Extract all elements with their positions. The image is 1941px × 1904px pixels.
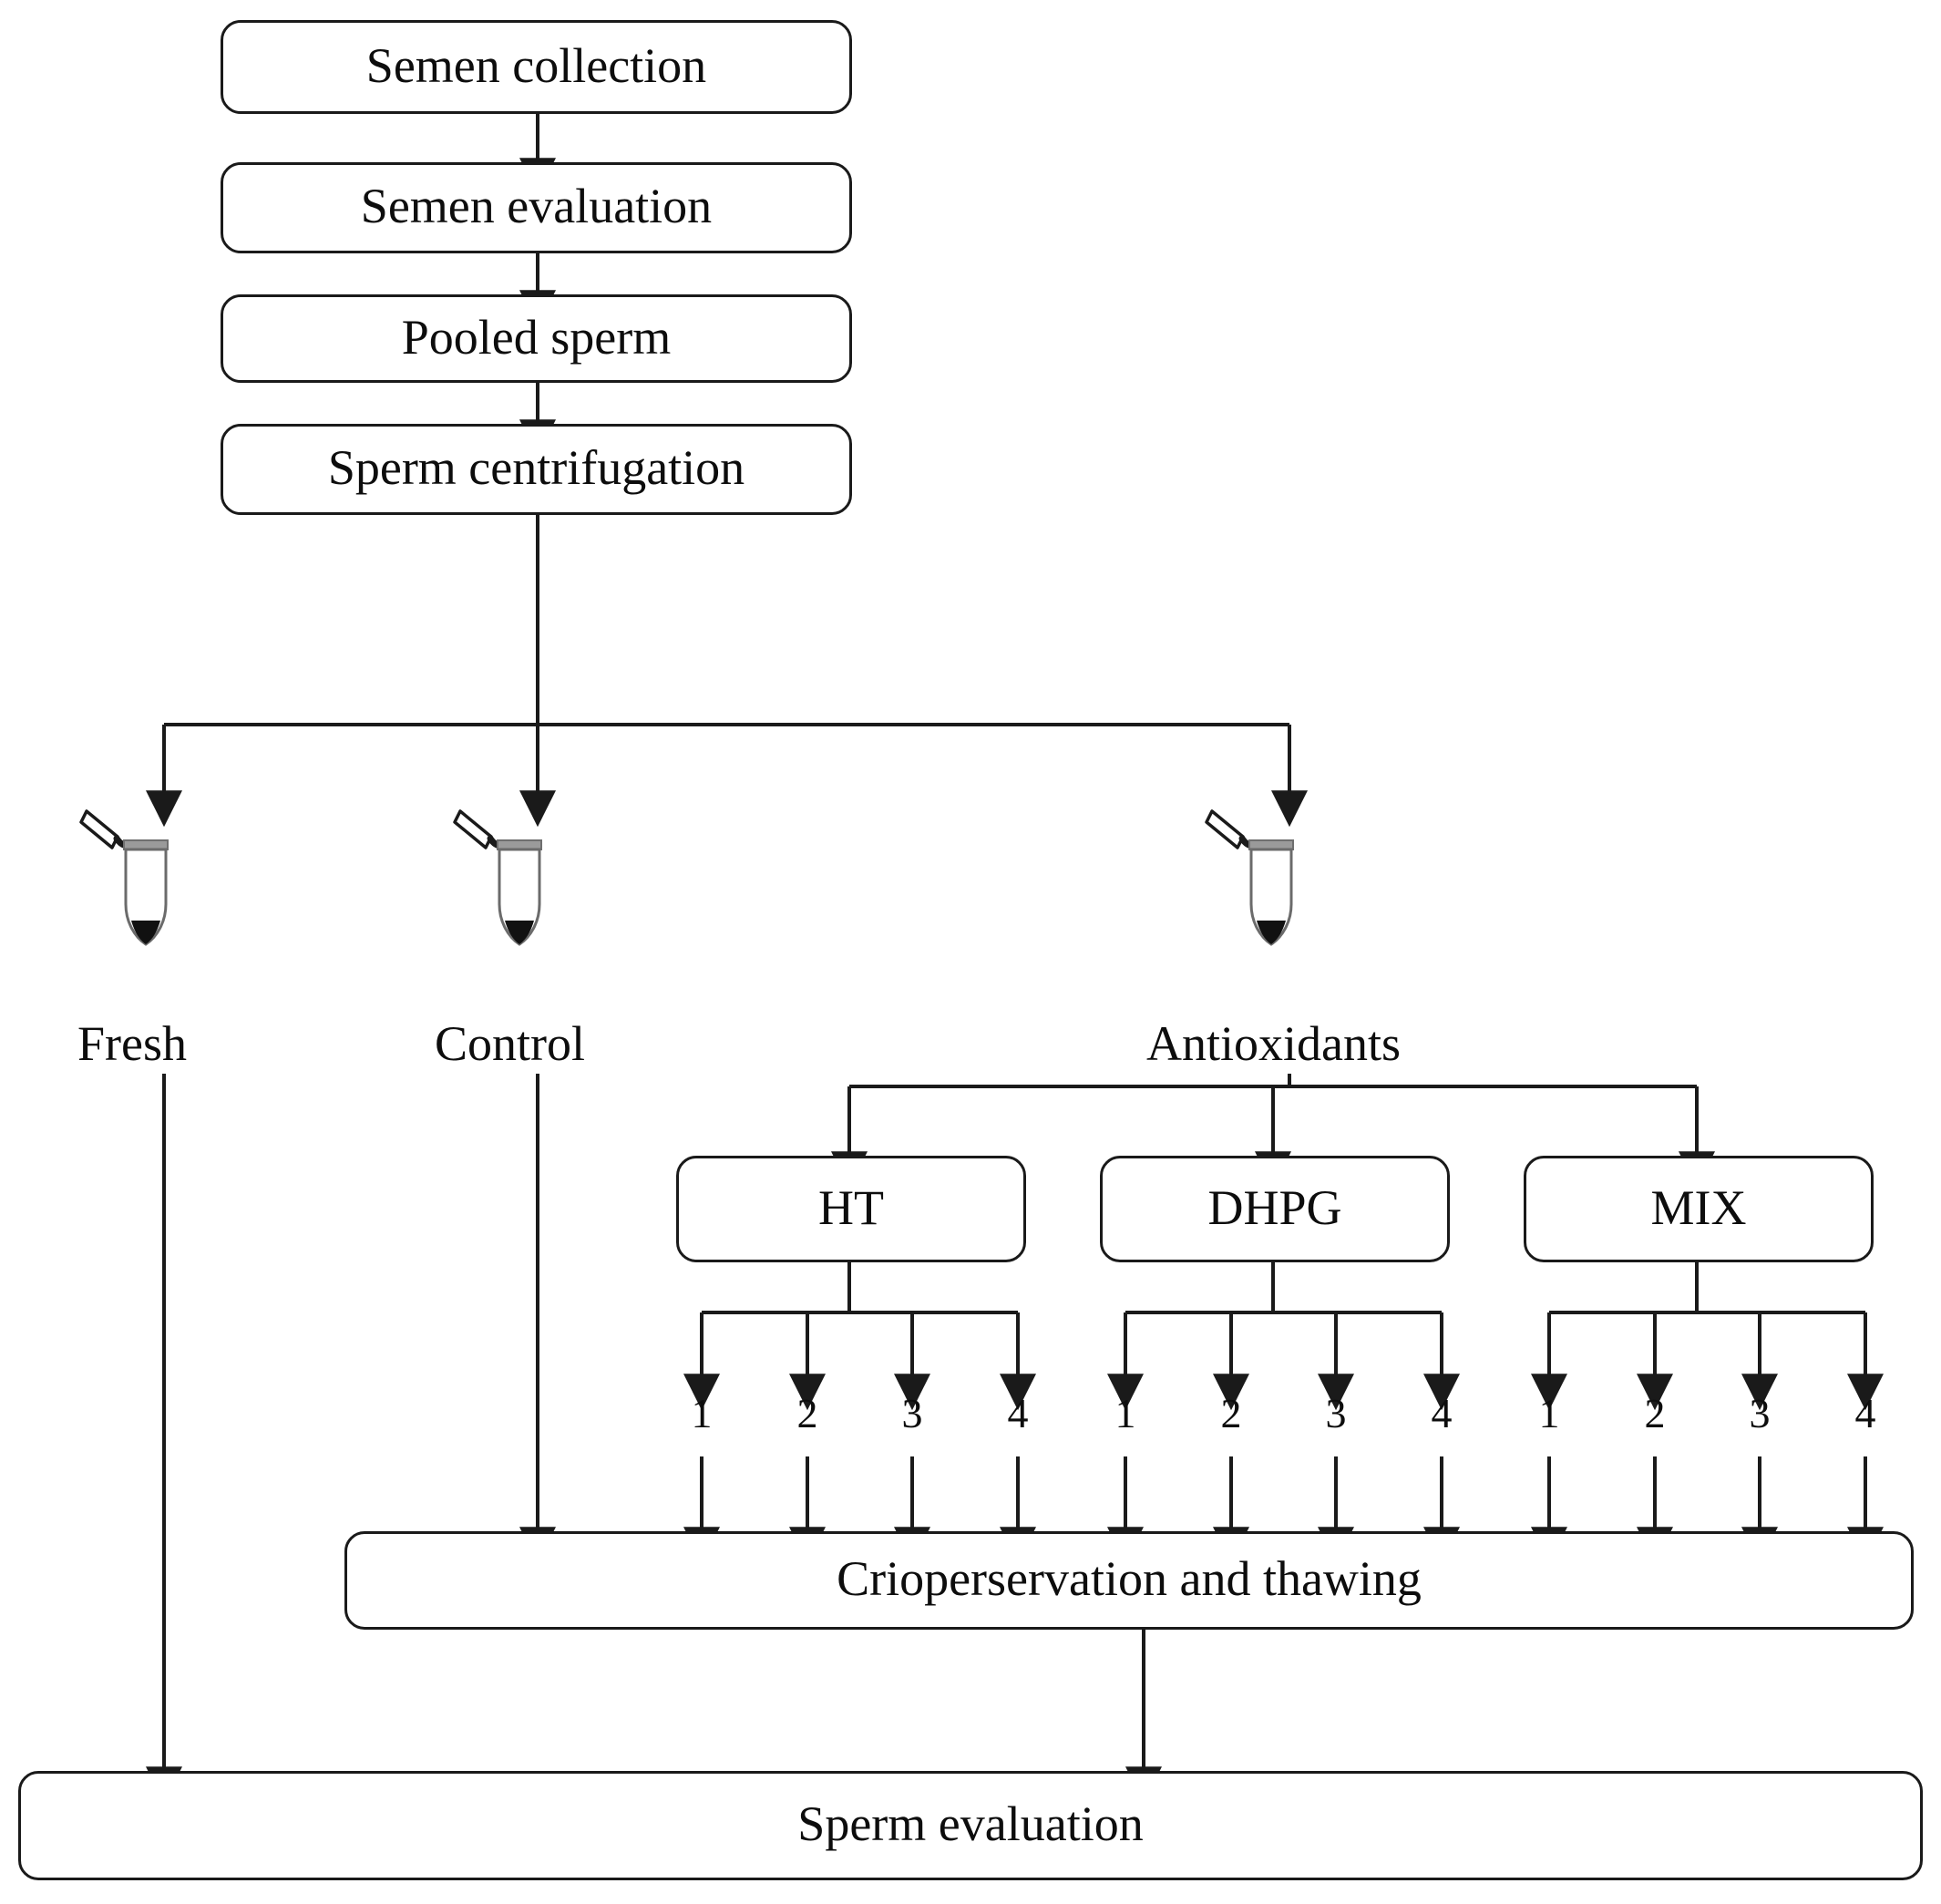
dose-label-mix-3: 3 [1749, 1390, 1771, 1436]
node-group-mix-label: MIX [1650, 1179, 1747, 1235]
branch-label-antioxidants: Antioxidants [1146, 1016, 1401, 1071]
node-sperm-centrifugation[interactable]: Sperm centrifugation [221, 424, 852, 515]
node-final-sperm-evaluation-label: Sperm evaluation [797, 1796, 1144, 1851]
dose-label-ht-2: 2 [796, 1390, 818, 1436]
node-criopreservation-label: Crioperservation and thawing [837, 1551, 1422, 1606]
node-group-dhpg[interactable]: DHPG [1100, 1156, 1450, 1262]
microcentrifuge-tube-icon-antioxidants [1200, 802, 1300, 948]
dose-label-dhpg-2: 2 [1220, 1390, 1242, 1436]
dose-label-ht-4: 4 [1007, 1390, 1029, 1436]
node-semen-collection[interactable]: Semen collection [221, 20, 852, 114]
dose-label-mix-2: 2 [1644, 1390, 1666, 1436]
node-semen-collection-label: Semen collection [365, 37, 707, 93]
dose-label-ht-1: 1 [691, 1390, 713, 1436]
dose-label-mix-1: 1 [1538, 1390, 1560, 1436]
node-group-ht-label: HT [818, 1179, 884, 1235]
node-pooled-sperm[interactable]: Pooled sperm [221, 294, 852, 383]
node-group-mix[interactable]: MIX [1524, 1156, 1874, 1262]
node-group-ht[interactable]: HT [676, 1156, 1026, 1262]
node-pooled-sperm-label: Pooled sperm [401, 309, 672, 365]
node-sperm-centrifugation-label: Sperm centrifugation [327, 440, 745, 495]
node-group-dhpg-label: DHPG [1207, 1179, 1342, 1235]
branch-label-control: Control [435, 1016, 586, 1071]
node-semen-evaluation[interactable]: Semen evaluation [221, 162, 852, 253]
microcentrifuge-tube-icon-fresh [75, 802, 175, 948]
node-semen-evaluation-label: Semen evaluation [360, 179, 713, 233]
dose-label-mix-4: 4 [1854, 1390, 1876, 1436]
dose-label-ht-3: 3 [901, 1390, 923, 1436]
node-final-sperm-evaluation[interactable]: Sperm evaluation [18, 1771, 1923, 1880]
microcentrifuge-tube-icon-control [448, 802, 549, 948]
dose-label-dhpg-1: 1 [1114, 1390, 1136, 1436]
dose-label-dhpg-3: 3 [1325, 1390, 1347, 1436]
branch-label-fresh: Fresh [77, 1016, 187, 1071]
dose-label-dhpg-4: 4 [1431, 1390, 1453, 1436]
node-criopreservation-and-thawing[interactable]: Crioperservation and thawing [344, 1531, 1914, 1630]
